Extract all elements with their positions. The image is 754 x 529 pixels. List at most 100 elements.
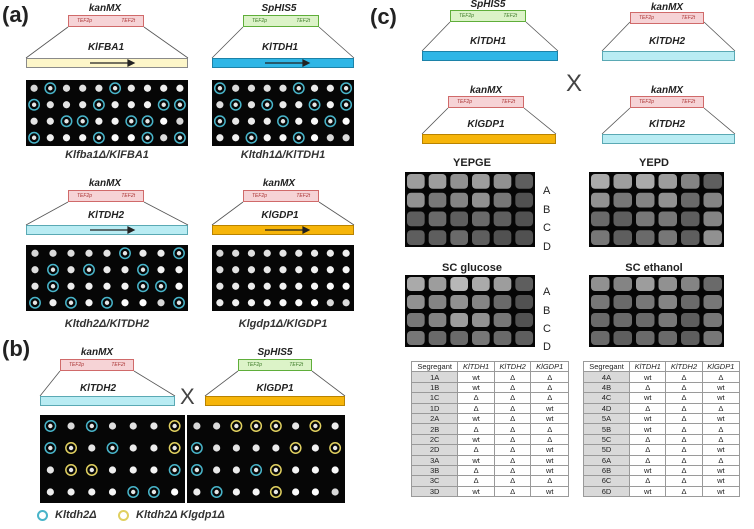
colony-spot — [292, 488, 300, 496]
table-cell: 1B — [410, 381, 459, 394]
table-header: Segregant — [410, 360, 459, 373]
table-cell: Δ — [457, 475, 495, 487]
colony-spot — [111, 101, 119, 109]
colony-spot — [108, 466, 117, 474]
legend-label-cyan: Kltdh2Δ — [55, 509, 97, 521]
colony-spot — [143, 84, 152, 92]
colony-spot — [272, 444, 280, 452]
colony-spot — [103, 266, 111, 274]
colony-spot — [145, 135, 150, 140]
colony-spot — [310, 117, 319, 125]
colony-spot — [193, 488, 201, 496]
colony-spot — [160, 84, 168, 92]
colony-spot — [129, 119, 134, 124]
colony-spot — [96, 102, 102, 107]
colony-spot — [265, 102, 270, 107]
table-cell: wt — [530, 444, 569, 456]
colony-spot — [121, 282, 129, 290]
colony-spot — [79, 134, 87, 142]
colony-spot — [232, 466, 240, 474]
table-cell: Δ — [493, 371, 532, 383]
colony-spot — [46, 134, 54, 142]
table-cell: wt — [530, 464, 569, 477]
growth-plate-yepd — [589, 172, 724, 247]
growth-patch — [428, 230, 447, 245]
growth-patch — [472, 331, 490, 345]
marker-circle — [155, 280, 167, 293]
colony-spot — [331, 422, 339, 430]
colony-spot — [157, 266, 165, 274]
colony-spot — [50, 267, 56, 272]
colony-spot — [263, 266, 271, 274]
cassette-label: SpHIS5 — [257, 347, 293, 358]
cassette-box: TEF2p TEF2t — [630, 12, 704, 24]
growth-patch — [681, 192, 700, 208]
gene-label: KlGDP1 — [261, 210, 299, 221]
growth-patch — [407, 313, 425, 327]
colony-spot — [342, 117, 350, 125]
colony-spot — [172, 423, 177, 429]
table-cell: wt — [701, 464, 741, 477]
colony-spot — [312, 102, 317, 107]
table-cell: Δ — [665, 392, 703, 404]
row-letter: D — [543, 241, 551, 253]
condition-label: SC ethanol — [625, 262, 683, 274]
marker-circle — [289, 442, 302, 454]
marker-circle — [173, 131, 186, 144]
colony-spot — [217, 119, 223, 124]
cross-symbol: X — [566, 70, 583, 97]
table-cell: wt — [457, 381, 495, 394]
table-cell: 2C — [410, 433, 459, 446]
colony-spot — [310, 266, 319, 274]
colony-spot — [64, 119, 69, 124]
marker-circle — [213, 82, 226, 95]
table-header: Segregant — [582, 360, 631, 373]
marker-circle — [65, 442, 78, 454]
colony-spot — [176, 251, 182, 256]
colony-spot — [194, 467, 200, 473]
colony-spot — [279, 101, 287, 109]
cross-symbol: X — [180, 384, 195, 409]
growth-patch — [407, 230, 425, 245]
growth-patch — [450, 230, 468, 245]
colony-spot — [104, 300, 110, 305]
colony-spot — [157, 299, 165, 307]
marker-circle — [60, 115, 73, 128]
colony-spot — [216, 249, 224, 257]
colony-spot — [121, 266, 129, 274]
growth-patch — [613, 230, 632, 245]
growth-patch — [493, 277, 512, 291]
growth-patch — [428, 295, 447, 309]
growth-patch — [450, 313, 468, 327]
table-cell: Δ — [530, 392, 569, 404]
table-header-row: Segregant KlTDH1 KlTDH2 KlGDP1 — [582, 360, 741, 373]
colony-spot — [326, 134, 334, 142]
marker-circle — [168, 420, 181, 432]
table-cell: Δ — [665, 412, 703, 425]
colony-spot — [139, 299, 147, 307]
table-cell: 3A — [410, 454, 459, 466]
growth-patch — [681, 211, 700, 227]
growth-patch — [703, 331, 722, 345]
colony-spot — [213, 444, 221, 452]
growth-patch — [407, 331, 425, 345]
colony-spot — [273, 489, 279, 495]
growth-patch — [591, 211, 610, 227]
table-header: KlGDP1 — [701, 360, 741, 373]
gene-label: KlFBA1 — [87, 42, 125, 53]
table-header: KlGDP1 — [530, 360, 569, 373]
colony-spot — [46, 101, 54, 109]
row-letter: C — [543, 323, 551, 335]
marker-circle — [190, 442, 203, 454]
marker-circle — [269, 420, 282, 432]
colony-spot — [150, 444, 158, 452]
colony-spot — [343, 102, 349, 107]
table-cell: 4C — [582, 392, 631, 404]
table-cell: wt — [629, 464, 667, 477]
